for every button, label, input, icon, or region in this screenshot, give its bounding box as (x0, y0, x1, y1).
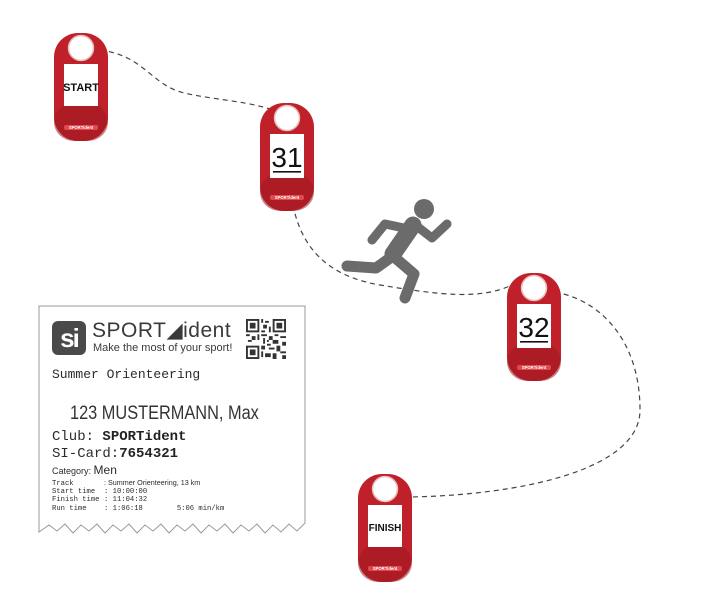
category-line: Category: Men (52, 463, 117, 477)
row-track-value: : Summer Orienteering, 13 km (104, 478, 201, 487)
control-unit-finish: FINISH SPORTident (357, 473, 413, 583)
row-start-time: Start time : 10:00:00 (52, 488, 147, 496)
result-receipt: si SPORT◢ident Make the most of your spo… (38, 305, 306, 535)
runner-icon (341, 199, 452, 304)
receipt-brand: SPORT◢ident (92, 319, 232, 342)
unit-brand-finish: SPORTident (373, 566, 398, 571)
unit-label-32: 32 (518, 312, 549, 343)
unit-label-finish: FINISH (369, 523, 402, 534)
unit-label-31: 31 (271, 142, 302, 173)
si-logo-icon: si (52, 321, 86, 355)
category-label: Category: (52, 466, 94, 476)
si-card-value: 7654321 (119, 446, 179, 462)
receipt-slogan: Make the most of your sport! (93, 342, 233, 354)
si-card-label: SI-Card: (52, 446, 120, 462)
unit-brand-31: SPORTident (275, 195, 300, 200)
row-start-label: Start time (52, 487, 96, 496)
row-run-label: Run time (52, 504, 87, 513)
club-label: Club: (52, 429, 103, 445)
row-start-value: : 10:00:00 (104, 487, 148, 496)
row-run-pace: 5:06 min/km (176, 504, 225, 513)
control-unit-32: 32 SPORTident (506, 272, 562, 382)
course-path (99, 49, 641, 498)
row-run-value: : 1:06:18 (104, 504, 143, 513)
control-unit-31: 31 SPORTident (259, 102, 315, 212)
unit-label-start: START (63, 82, 99, 94)
row-track: Track : Summer Orienteering, 13 km (52, 478, 201, 488)
row-finish-time: Finish time : 11:04:32 (52, 496, 147, 504)
event-name: Summer Orienteering (52, 367, 201, 382)
club-value: SPORTident (102, 429, 187, 445)
club-line: Club: SPORTident (52, 429, 186, 445)
runner-name: 123 MUSTERMANN, Max (70, 403, 259, 424)
row-finish-value: : 11:04:32 (104, 496, 148, 504)
qr-code-icon (246, 319, 286, 359)
unit-brand-start: SPORTident (69, 125, 94, 130)
row-run-time: Run time : 1:06:18 5:06 min/km (52, 505, 224, 513)
row-track-label: Track (52, 480, 74, 488)
control-unit-start: START SPORTident (53, 32, 109, 142)
si-card-line: SI-Card:7654321 (52, 446, 178, 462)
category-value: Men (93, 463, 117, 477)
unit-brand-32: SPORTident (522, 365, 547, 370)
row-finish-label: Finish time (52, 496, 100, 504)
receipt-paper (38, 305, 306, 534)
